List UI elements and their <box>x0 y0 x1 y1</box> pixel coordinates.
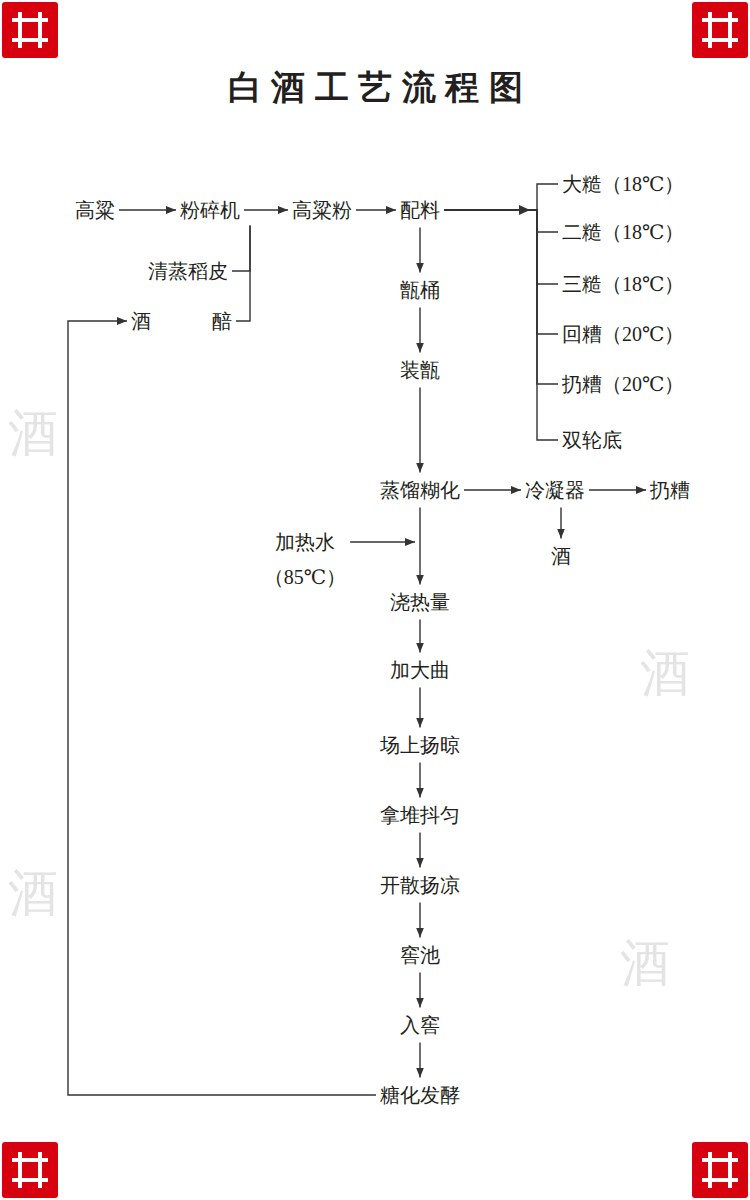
step-label: 回糟（20℃） <box>562 321 684 348</box>
step-label: 场上扬晾 <box>380 732 460 759</box>
process-step: 场上扬晾 <box>380 732 460 759</box>
watermark: 酒 <box>620 930 670 997</box>
flow-arrow <box>419 973 420 1008</box>
process-step: 甑桶 <box>400 277 440 304</box>
flow-arrow <box>356 209 396 210</box>
step-label: 大糙（18℃） <box>562 171 684 198</box>
step-label: 浇热量 <box>390 589 450 616</box>
process-step: 扔糟 <box>650 477 690 504</box>
flow-arrow <box>419 903 420 938</box>
flow-arrow <box>444 210 558 334</box>
step-label: 扔糟 <box>650 477 690 504</box>
process-step: 冷凝器 <box>525 477 585 504</box>
step-label: 加大曲 <box>390 657 450 684</box>
process-step: 窖池 <box>400 942 440 969</box>
flow-arrow <box>119 209 176 210</box>
step-label: 酒 <box>551 543 571 570</box>
step-label: 三糙（18℃） <box>562 271 684 298</box>
step-label: 装甑 <box>400 357 440 384</box>
process-step: 三糙（18℃） <box>562 271 684 298</box>
flow-arrow <box>419 688 420 728</box>
process-step: 配料 <box>400 197 440 224</box>
step-label: 蒸馏糊化 <box>380 477 460 504</box>
process-step: 装甑 <box>400 357 440 384</box>
process-step: 二糙（18℃） <box>562 219 684 246</box>
process-step: 高粱 <box>75 197 115 224</box>
process-step: 回糟（20℃） <box>562 321 684 348</box>
flow-arrow <box>244 209 288 210</box>
step-label: 二糙（18℃） <box>562 219 684 246</box>
flow-arrow <box>444 184 558 210</box>
flow-arrow <box>419 763 420 798</box>
step-label: 扔糟（20℃） <box>562 371 684 398</box>
flow-arrow <box>444 210 558 440</box>
step-label: 糖化发酵 <box>380 1082 460 1109</box>
flow-arrow <box>419 308 420 353</box>
flow-arrow <box>444 210 558 284</box>
process-step: 酒 <box>551 543 571 570</box>
step-label: 高粱粉 <box>292 197 352 224</box>
step-label: 入窖 <box>400 1012 440 1039</box>
flow-arrow <box>419 388 420 473</box>
process-step: 入窖 <box>400 1012 440 1039</box>
step-label: 甑桶 <box>400 277 440 304</box>
flow-arrow <box>444 210 558 384</box>
step-label: 拿堆抖匀 <box>380 802 460 829</box>
step-label: （85℃） <box>264 560 346 595</box>
process-step: 大糙（18℃） <box>562 171 684 198</box>
flow-arrow <box>236 226 250 322</box>
diagram-title: 白酒工艺流程图 <box>228 65 533 111</box>
step-label: 酒 <box>131 308 151 335</box>
flow-arrow <box>350 541 415 542</box>
flow-arrow <box>419 833 420 868</box>
step-label: 配料 <box>400 197 440 224</box>
flow-arrow <box>419 1043 420 1078</box>
process-step: 蒸馏糊化 <box>380 477 460 504</box>
process-step: 扔糟（20℃） <box>562 371 684 398</box>
watermark: 酒 <box>8 400 58 467</box>
process-step: 粉碎机 <box>180 197 240 224</box>
flow-arrow <box>444 210 558 232</box>
step-label: 加热水 <box>264 525 346 560</box>
process-step: 浇热量 <box>390 589 450 616</box>
process-step: 拿堆抖匀 <box>380 802 460 829</box>
process-step: 醅 <box>212 308 232 335</box>
step-label: 双轮底 <box>562 427 622 454</box>
watermark: 酒 <box>640 640 690 707</box>
process-step: 双轮底 <box>562 427 622 454</box>
process-step: 酒 <box>131 308 151 335</box>
step-label: 开散扬凉 <box>380 872 460 899</box>
step-label: 冷凝器 <box>525 477 585 504</box>
flow-arrow <box>419 228 420 273</box>
process-step: 糖化发酵 <box>380 1082 460 1109</box>
step-label: 醅 <box>212 308 232 335</box>
flow-arrow <box>589 489 646 490</box>
process-step: 加热水（85℃） <box>264 525 346 595</box>
flow-arrow <box>232 226 250 272</box>
step-label: 清蒸稻皮 <box>148 258 228 285</box>
process-step: 开散扬凉 <box>380 872 460 899</box>
watermark: 酒 <box>8 860 58 927</box>
step-label: 高粱 <box>75 197 115 224</box>
flow-arrow <box>68 321 376 1095</box>
flow-arrow <box>419 508 420 585</box>
process-step: 高粱粉 <box>292 197 352 224</box>
process-step: 清蒸稻皮 <box>148 258 228 285</box>
step-label: 粉碎机 <box>180 197 240 224</box>
step-label: 窖池 <box>400 942 440 969</box>
flow-arrow <box>560 508 561 539</box>
flow-arrow <box>419 620 420 653</box>
process-step: 加大曲 <box>390 657 450 684</box>
flow-arrow <box>464 489 521 490</box>
